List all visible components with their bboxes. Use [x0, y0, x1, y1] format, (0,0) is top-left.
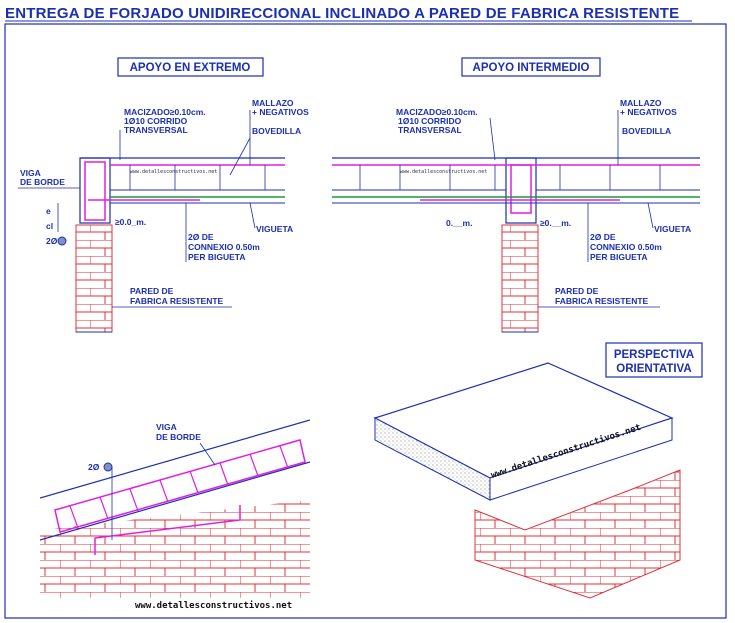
right-heading-box — [461, 57, 601, 77]
right-label-connexio-1: 2Ø DE — [590, 232, 616, 242]
bl-label-2o: 2Ø — [88, 462, 100, 472]
perspective-label-1: PERSPECTIVA — [614, 349, 694, 361]
left-bar-marker — [57, 236, 67, 246]
drawing-title: ENTREGA DE FORJADO UNIDIRECCIONAL INCLIN… — [5, 5, 679, 22]
left-stirrup — [84, 161, 106, 221]
left-label-connexio-3: PER BIGUETA — [188, 252, 245, 262]
left-label-viga-2: DE BORDE — [20, 177, 65, 187]
right-label-mallazo-2: + NEGATIVOS — [620, 107, 677, 117]
left-label-mallazo-1: MALLAZO — [252, 98, 294, 108]
left-heading-box — [117, 57, 264, 77]
left-label-connexio-2: CONNEXIO 0.50m — [188, 242, 260, 252]
drawing-frame — [4, 23, 727, 619]
left-dim-e: e — [46, 206, 51, 216]
right-detail: APOYO INTERMEDIO www.detallesconstructiv… — [332, 57, 700, 333]
perspective-view: PERSPECTIVA ORIENTATIVA www.detallescons… — [373, 342, 703, 599]
bl-label-viga-1: VIGA — [156, 422, 177, 432]
inclined-brick-wall — [40, 500, 310, 598]
left-wall — [75, 224, 113, 333]
right-heading: APOYO INTERMEDIO — [473, 62, 590, 74]
perspective-brick-wall — [474, 469, 681, 599]
left-label-pared-2: FABRICA RESISTENTE — [130, 296, 224, 306]
left-label-viga-1: VIGA — [20, 168, 41, 178]
right-label-connexio-2: CONNEXIO 0.50m — [590, 242, 662, 252]
left-label-2o: 2Ø — [46, 236, 58, 246]
right-label-connexio-3: PER BIGUETA — [590, 252, 647, 262]
right-label-bovedilla: BOVEDILLA — [622, 126, 671, 136]
left-label-corrido-2: TRANSVERSAL — [124, 125, 188, 135]
right-label-corrido-2: TRANSVERSAL — [398, 125, 462, 135]
right-label-mallazo-1: MALLAZO — [620, 98, 662, 108]
left-label-macizado: MACIZADO≥0.10cm. — [124, 107, 206, 117]
bl-bar-marker — [103, 462, 113, 472]
bl-watermark: www.detallesconstructivos.net — [135, 600, 292, 611]
perspective-label-2: ORIENTATIVA — [616, 363, 691, 375]
right-label-vigueta: VIGUETA — [654, 224, 691, 234]
right-label-pared-2: FABRICA RESISTENTE — [555, 296, 649, 306]
left-dim-cl: cl — [46, 221, 53, 231]
left-label-pared-1: PARED DE — [130, 286, 174, 296]
perspective-slab-side — [489, 417, 673, 501]
left-label-vigueta: VIGUETA — [256, 224, 293, 234]
right-label-pared-1: PARED DE — [555, 286, 599, 296]
right-label-corrido-1: 1Ø10 CORRIDO — [398, 116, 462, 126]
perspective-label-box — [605, 342, 703, 378]
bottom-left-detail: VIGA DE BORDE 2Ø www.detallesconstructiv… — [40, 419, 310, 611]
left-detail: APOYO EN EXTREMO www.detallesconstructiv… — [18, 57, 309, 333]
bl-label-viga-2: DE BORDE — [156, 432, 201, 442]
right-slab-watermark: www.detallesconstructivos.net — [400, 169, 487, 175]
left-heading: APOYO EN EXTREMO — [130, 62, 251, 74]
left-label-corrido-1: 1Ø10 CORRIDO — [124, 116, 188, 126]
left-label-mallazo-2: + NEGATIVOS — [252, 107, 309, 117]
right-label-gap-left: 0.__m. — [446, 218, 472, 228]
right-label-macizado: MACIZADO≥0.10cm. — [396, 107, 478, 117]
right-stirrup — [510, 164, 532, 214]
left-label-gap: ≥0.0_m. — [115, 217, 146, 227]
inclined-beam-cage — [54, 439, 306, 533]
right-label-gap-right: ≥0.__m. — [540, 218, 571, 228]
left-label-connexio-1: 2Ø DE — [188, 232, 214, 242]
left-slab-watermark: www.detallesconstructivos.net — [130, 169, 217, 175]
right-wall — [501, 224, 539, 333]
left-label-bovedilla: BOVEDILLA — [252, 126, 301, 136]
